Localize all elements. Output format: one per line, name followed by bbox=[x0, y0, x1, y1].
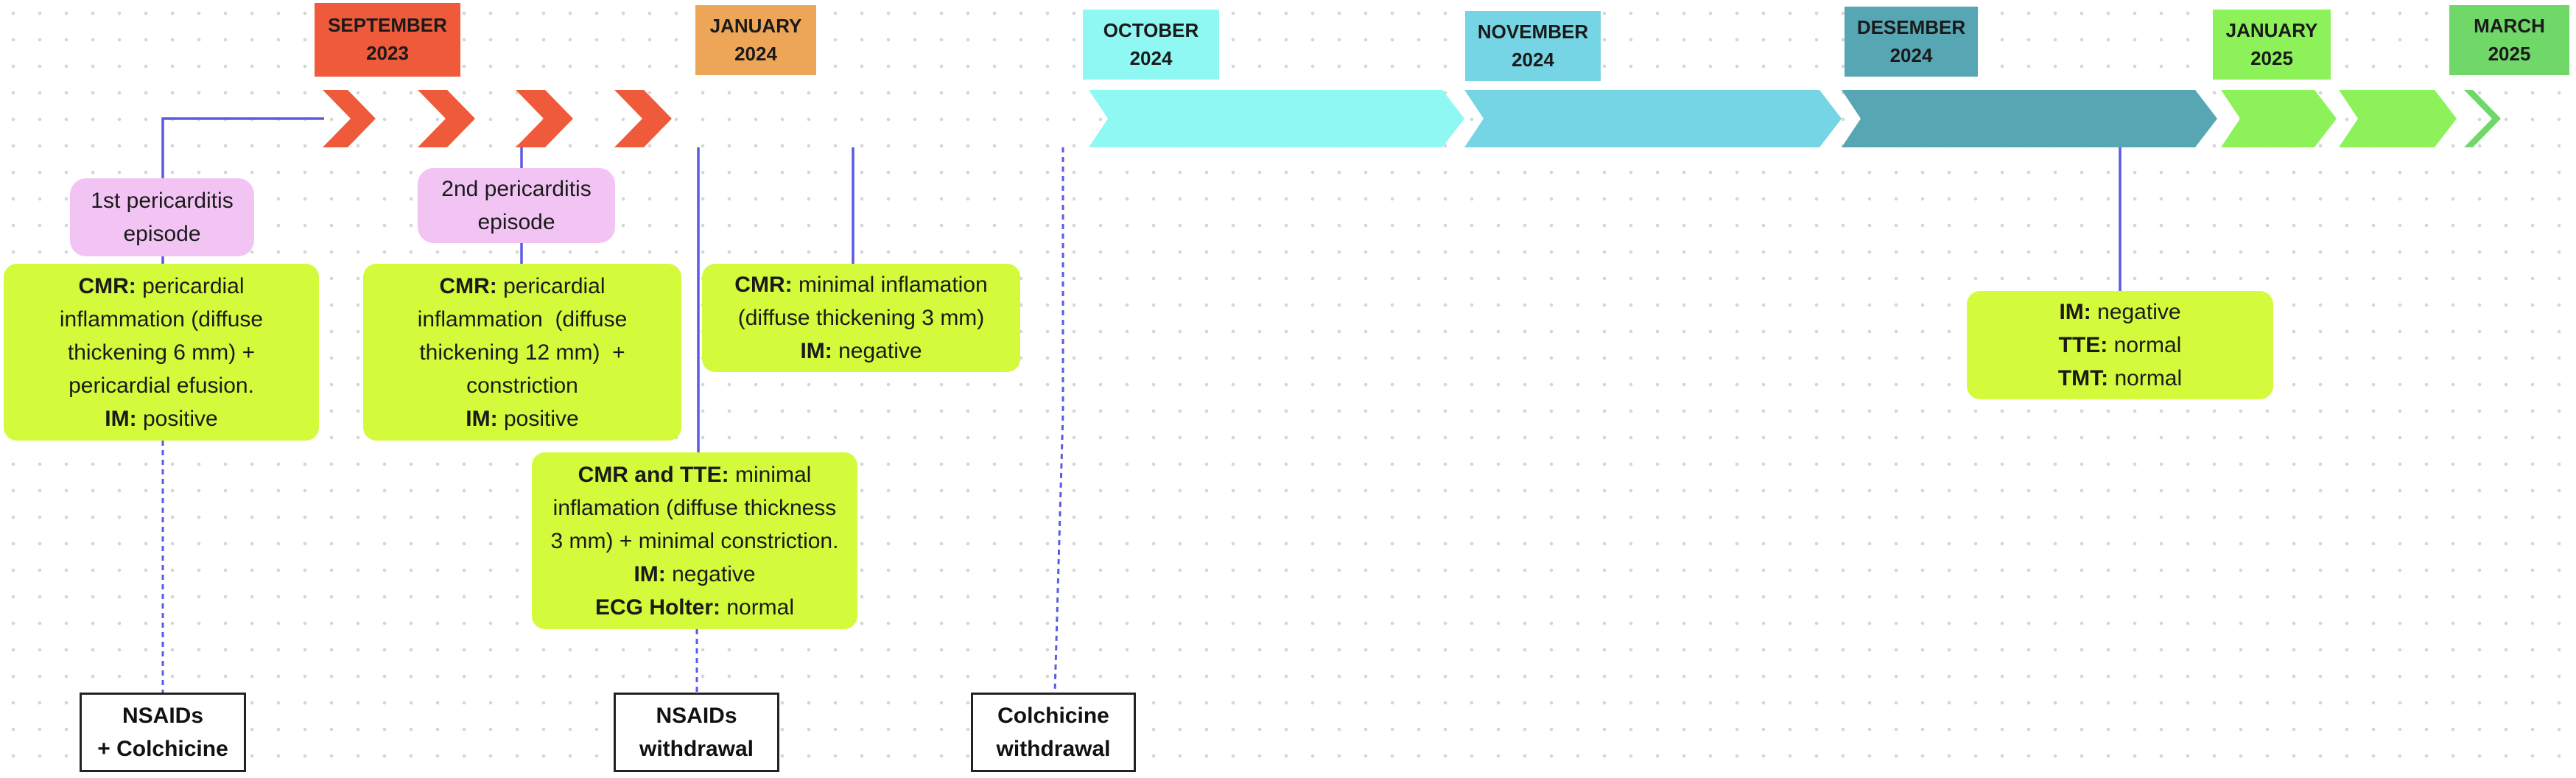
finding-box-2: CMR: pericardial inflammation (diffuse thi… bbox=[363, 264, 681, 441]
finding-box-4: CMR and TTE: minimal inflamation (diffuse… bbox=[532, 452, 857, 629]
finding-text: positive bbox=[497, 406, 579, 431]
finding-text: 3 mm) + minimal constriction. bbox=[550, 528, 839, 553]
timeline-chevron-11 bbox=[887, 90, 915, 147]
finding-line: (diffuse thickening 3 mm) bbox=[738, 301, 985, 334]
period-label-january-2024: JANUARY 2024 bbox=[695, 5, 816, 75]
finding-key: IM: bbox=[634, 561, 666, 586]
timeline-chevron-3 bbox=[516, 90, 573, 147]
finding-text: thickening 6 mm) + bbox=[67, 340, 256, 365]
timeline-chevron-2 bbox=[418, 90, 475, 147]
timeline-chevron-16 bbox=[1049, 90, 1077, 147]
finding-text: normal bbox=[2108, 333, 2182, 357]
finding-line: inflammation (diffuse bbox=[418, 303, 628, 336]
finding-text: minimal bbox=[729, 462, 812, 487]
finding-key: CMR: bbox=[78, 273, 136, 298]
finding-text: inflammation (diffuse bbox=[59, 306, 264, 332]
timeline-chevron-13 bbox=[952, 90, 980, 147]
finding-text: (diffuse thickening 3 mm) bbox=[737, 306, 985, 330]
finding-line: IM: negative bbox=[800, 334, 922, 368]
finding-text: inflammation (diffuse bbox=[417, 306, 628, 332]
finding-key: IM: bbox=[2059, 300, 2091, 324]
period-label-march-2025: MARCH 2025 bbox=[2449, 5, 2569, 75]
timeline-arrows bbox=[323, 90, 2501, 147]
finding-line: CMR: pericardial bbox=[439, 270, 605, 303]
period-label-october-2024: OCTOBER 2024 bbox=[1083, 10, 1219, 80]
connectors bbox=[161, 117, 2121, 693]
finding-line: inflammation (diffuse bbox=[60, 303, 263, 336]
finding-line: IM: positive bbox=[466, 402, 578, 435]
finding-text: constriction bbox=[466, 373, 578, 398]
timeline-chevron-9 bbox=[822, 90, 850, 147]
finding-key: ECG Holter: bbox=[594, 595, 720, 620]
finding-text: negative bbox=[665, 561, 756, 586]
drug-box-nsaids-colchicine: NSAIDs + Colchicine bbox=[80, 693, 246, 772]
finding-key: CMR: bbox=[734, 273, 793, 297]
timeline-chevron-1 bbox=[323, 90, 376, 147]
episode-1st-pericarditis: 1st pericarditis episode bbox=[70, 178, 254, 256]
finding-text: inflamation (diffuse thickness bbox=[552, 495, 837, 520]
finding-text: pericardial bbox=[136, 273, 245, 298]
finding-line: inflamation (diffuse thickness bbox=[553, 491, 837, 525]
timeline-arrow-block-1 bbox=[1089, 90, 1464, 147]
finding-line: TTE: normal bbox=[2059, 329, 2182, 362]
timeline-chevron-12 bbox=[919, 90, 947, 147]
finding-line: thickening 6 mm) + bbox=[68, 336, 255, 369]
timeline-chevron-7 bbox=[757, 90, 785, 147]
timeline-arrow-block-5 bbox=[2339, 90, 2457, 147]
finding-text: normal bbox=[2108, 366, 2183, 390]
finding-line: ECG Holter: normal bbox=[595, 591, 794, 624]
finding-key: TMT: bbox=[2057, 366, 2109, 390]
drug-box-nsaids-withdrawal: NSAIDs withdrawal bbox=[614, 693, 779, 772]
finding-line: pericardial efusion. bbox=[69, 369, 254, 402]
timeline-chevron-15 bbox=[1017, 90, 1045, 147]
finding-text: positive bbox=[136, 406, 218, 431]
connector-episode-1 bbox=[161, 117, 324, 178]
timeline-arrow-block-2 bbox=[1464, 90, 1842, 147]
drug-box-colchicine-withdrawal: Colchicine withdrawal bbox=[971, 693, 1136, 772]
timeline-chevron-8 bbox=[790, 90, 818, 147]
finding-text: normal bbox=[720, 595, 795, 620]
finding-line: thickening 12 mm) + bbox=[419, 336, 625, 369]
finding-key: IM: bbox=[105, 406, 137, 431]
timeline-chevron-6 bbox=[725, 90, 753, 147]
timeline-arrow-block-3 bbox=[1842, 90, 2217, 147]
period-label-desember-2024: DESEMBER 2024 bbox=[1845, 7, 1978, 77]
finding-key: TTE: bbox=[2058, 333, 2108, 357]
timeline-chevron-17 bbox=[2464, 90, 2501, 147]
timeline-chevron-14 bbox=[984, 90, 1012, 147]
finding-key: CMR and TTE: bbox=[578, 462, 729, 487]
finding-line: IM: positive bbox=[105, 402, 217, 435]
finding-line: CMR: pericardial bbox=[78, 270, 244, 303]
finding-text: thickening 12 mm) + bbox=[419, 340, 625, 365]
finding-key: IM: bbox=[466, 406, 498, 431]
finding-key: IM: bbox=[800, 339, 832, 363]
finding-text: negative bbox=[2091, 300, 2181, 324]
connector-colchicine-withdrawal bbox=[1053, 147, 1064, 693]
finding-key: CMR: bbox=[439, 273, 497, 298]
finding-line: IM: negative bbox=[2059, 295, 2180, 329]
timeline-chevron-10 bbox=[854, 90, 882, 147]
timeline-chevron-5 bbox=[692, 90, 720, 147]
finding-box-1: CMR: pericardial inflammation (diffuse thi… bbox=[4, 264, 319, 441]
timeline-arrow-block-4 bbox=[2221, 90, 2337, 147]
period-label-january-2025: JANUARY 2025 bbox=[2213, 10, 2331, 80]
timeline-chevron-4 bbox=[614, 90, 672, 147]
finding-line: TMT: normal bbox=[2058, 362, 2182, 395]
finding-line: constriction bbox=[466, 369, 578, 402]
finding-text: minimal inflamation bbox=[792, 273, 988, 297]
finding-line: IM: negative bbox=[634, 558, 755, 591]
finding-box-3: CMR: minimal inflamation (diffuse thicken… bbox=[702, 264, 1020, 372]
period-label-november-2024: NOVEMBER 2024 bbox=[1465, 11, 1601, 81]
period-label-september-2023: SEPTEMBER 2023 bbox=[315, 3, 460, 77]
finding-line: 3 mm) + minimal constriction. bbox=[551, 525, 839, 558]
finding-line: CMR: minimal inflamation bbox=[734, 268, 987, 301]
finding-text: pericardial efusion. bbox=[69, 373, 254, 398]
episode-2nd-pericarditis: 2nd pericarditis episode bbox=[418, 168, 615, 243]
finding-text: negative bbox=[832, 339, 922, 363]
finding-line: CMR and TTE: minimal bbox=[578, 458, 812, 491]
finding-text: pericardial bbox=[496, 273, 606, 298]
